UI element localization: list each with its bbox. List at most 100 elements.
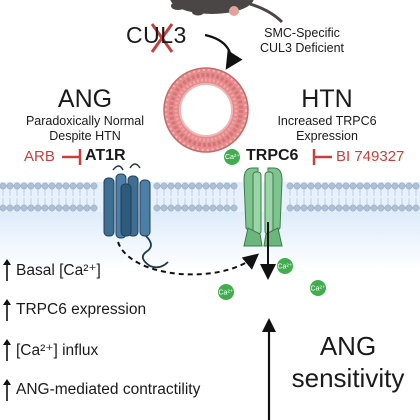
- lipid-head: [153, 182, 161, 190]
- lipid-head: [300, 182, 308, 190]
- right-header: HTN Increased TRPC6 Expression: [252, 85, 402, 144]
- calcium-ion-label: Ca²⁺: [219, 289, 234, 297]
- effects-list: Basal [Ca²⁺] TRPC6 expression [Ca²⁺] inf…: [2, 256, 242, 404]
- lipid-head: [223, 204, 231, 212]
- conclusion-line2: sensitivity: [291, 363, 405, 393]
- lipid-head: [62, 182, 70, 190]
- lipid-head: [27, 182, 35, 190]
- lipid-head: [370, 182, 378, 190]
- lipid-head: [412, 182, 420, 190]
- lipid-head: [370, 204, 378, 212]
- lipid-head: [90, 204, 98, 212]
- lipid-head: [216, 204, 224, 212]
- lipid-head: [6, 204, 14, 212]
- lipid-head: [41, 204, 49, 212]
- list-item: [Ca²⁺] influx: [2, 336, 242, 364]
- calcium-ion-icon: [224, 149, 240, 165]
- lipid-head: [20, 204, 28, 212]
- lipid-head: [349, 182, 357, 190]
- curved-arrow-icon: [204, 33, 243, 70]
- lipid-head: [34, 204, 42, 212]
- vessel-cross-section-icon: [163, 67, 249, 153]
- lipid-head: [223, 182, 231, 190]
- arb-label: ARB: [24, 148, 55, 165]
- lipid-head: [412, 204, 420, 212]
- lipid-head: [6, 182, 14, 190]
- lipid-head: [293, 182, 301, 190]
- lipid-head: [55, 204, 63, 212]
- ang-subtitle-line2: Despite HTN: [49, 129, 121, 143]
- lipid-head: [363, 182, 371, 190]
- bi749327-label: BI 749327: [336, 148, 405, 165]
- lipid-head: [314, 204, 322, 212]
- lipid-head: [286, 182, 294, 190]
- lipid-head: [307, 204, 315, 212]
- lipid-head: [195, 204, 203, 212]
- lipid-head: [0, 204, 7, 212]
- lipid-head: [209, 204, 217, 212]
- lipid-head: [0, 182, 7, 190]
- lipid-head: [48, 182, 56, 190]
- deletion-x-icon: [150, 23, 174, 53]
- lipid-head: [230, 204, 238, 212]
- effect-text: TRPC6 expression: [16, 301, 147, 318]
- lipid-head: [13, 204, 21, 212]
- lipid-head: [349, 204, 357, 212]
- lipid-head: [181, 182, 189, 190]
- at1r-label: AT1R: [85, 147, 126, 164]
- lipid-head: [90, 182, 98, 190]
- htn-title: HTN: [301, 85, 353, 113]
- lipid-head: [69, 204, 77, 212]
- lipid-head: [27, 204, 35, 212]
- effect-text: Basal [Ca²⁺]: [16, 261, 101, 279]
- lipid-head: [34, 182, 42, 190]
- lipid-head: [405, 182, 413, 190]
- lipid-head: [300, 204, 308, 212]
- list-item: Basal [Ca²⁺]: [2, 256, 242, 284]
- lipid-head: [69, 182, 77, 190]
- arb-inhibition-icon: [62, 149, 82, 165]
- lipid-head: [167, 204, 175, 212]
- lipid-head: [363, 204, 371, 212]
- lipid-head: [377, 204, 385, 212]
- smc-note-line1: SMC-Specific: [264, 26, 340, 40]
- lipid-head: [230, 182, 238, 190]
- lipid-head: [48, 204, 56, 212]
- lipid-head: [398, 182, 406, 190]
- lipid-head: [384, 182, 392, 190]
- lipid-head: [174, 182, 182, 190]
- htn-subtitle-line1: Increased TRPC6: [277, 114, 377, 128]
- effect-text: ANG-mediated contractility: [16, 381, 201, 398]
- lipid-head: [384, 204, 392, 212]
- lipid-head: [13, 182, 21, 190]
- lipid-head: [83, 204, 91, 212]
- lipid-head: [181, 204, 189, 212]
- lipid-head: [20, 182, 28, 190]
- calcium-badge-label: Ca²⁺: [225, 154, 240, 161]
- lipid-head: [167, 182, 175, 190]
- ang-title: ANG: [57, 85, 113, 113]
- signaling-dashed-arrow-icon: [117, 241, 260, 276]
- increase-arrow-icon: [262, 318, 276, 420]
- cytoplasm-region: [0, 210, 420, 270]
- lipid-head: [286, 204, 294, 212]
- lipid-head: [314, 182, 322, 190]
- calcium-ion-label: Ca²⁺: [311, 285, 326, 293]
- lipid-head: [202, 204, 210, 212]
- calcium-ion-icon: [277, 258, 293, 274]
- lipid-head: [293, 204, 301, 212]
- conclusion-line1: ANG: [319, 331, 377, 361]
- calcium-ion-icon: [218, 284, 234, 300]
- lipid-head: [342, 204, 350, 212]
- cul3-gene-label: CUL3: [126, 22, 187, 48]
- lipid-head: [195, 182, 203, 190]
- lipid-head: [335, 182, 343, 190]
- left-header: ANG Paradoxically Normal Despite HTN: [10, 85, 160, 144]
- lipid-head: [76, 204, 84, 212]
- lipid-head: [356, 204, 364, 212]
- lipid-head: [335, 204, 343, 212]
- calcium-ion-icon: [310, 280, 326, 296]
- smc-note: SMC-Specific CUL3 Deficient: [232, 26, 372, 56]
- lipid-head: [188, 204, 196, 212]
